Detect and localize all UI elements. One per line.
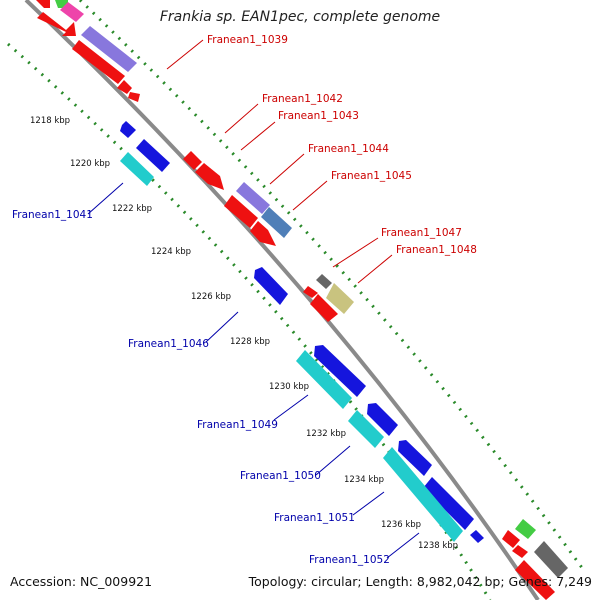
gene-arrow [310, 294, 338, 322]
gene-label[interactable]: Franean1_1042 [262, 93, 343, 105]
forward-strand-genes [36, 0, 568, 600]
accession-text: Accession: NC_009921 [10, 574, 153, 589]
gene-arrow [303, 286, 318, 298]
gene-arrow [120, 152, 154, 186]
gene-arrow [81, 26, 137, 72]
tick-label: 1238 kbp [418, 541, 458, 551]
leader-lines-top [166, 39, 393, 284]
gene-arrow [36, 0, 50, 8]
gene-label[interactable]: Franean1_1048 [396, 244, 477, 256]
reverse-strand-genes [120, 121, 484, 543]
gene-label[interactable]: Franean1_1050 [240, 470, 321, 482]
gene-arrow [383, 447, 463, 542]
ruler-tick-labels: 1218 kbp 1220 kbp 1222 kbp 1224 kbp 1226… [30, 116, 458, 551]
gene-arrow [296, 350, 352, 409]
gene-label[interactable]: Franean1_1052 [309, 554, 390, 566]
gene-arrow [254, 267, 288, 305]
gene-arrow [37, 12, 76, 36]
genome-backbone [24, 0, 540, 600]
leader-lines-bottom [87, 182, 420, 559]
gene-label[interactable]: Franean1_1041 [12, 209, 93, 221]
gene-arrow [512, 545, 528, 558]
gene-arrow [326, 283, 354, 314]
gene-label[interactable]: Franean1_1047 [381, 227, 462, 239]
gene-arrow [128, 92, 140, 102]
tick-label: 1236 kbp [381, 520, 421, 530]
tick-label: 1230 kbp [269, 382, 309, 392]
gene-arrow [120, 121, 136, 138]
gene-arrow [224, 195, 258, 228]
gene-arrow [367, 403, 398, 436]
gene-arrow [423, 477, 474, 530]
gene-arrow [314, 345, 366, 397]
tick-label: 1224 kbp [151, 247, 191, 257]
tick-label: 1222 kbp [112, 204, 152, 214]
gene-arrow [136, 139, 170, 172]
gene-arrow [236, 182, 270, 214]
tick-label: 1218 kbp [30, 116, 70, 126]
ruler-lines [7, 0, 587, 600]
gene-arrow [398, 440, 432, 476]
gene-arrow [470, 530, 484, 543]
gene-label[interactable]: Franean1_1039 [207, 34, 288, 46]
gene-label[interactable]: Franean1_1045 [331, 170, 412, 182]
gene-arrow [195, 163, 224, 190]
gene-labels-top: Franean1_1039 Franean1_1042 Franean1_104… [207, 34, 477, 256]
gene-labels-bottom: Franean1_1041 Franean1_1046 Franean1_104… [12, 209, 390, 566]
gene-arrow [183, 151, 202, 170]
tick-label: 1220 kbp [70, 159, 110, 169]
tick-label: 1228 kbp [230, 337, 270, 347]
gene-arrow [515, 519, 536, 539]
outer-ruler [78, 0, 587, 573]
gene-arrow [261, 207, 292, 238]
gene-arrow [502, 530, 520, 548]
gene-label[interactable]: Franean1_1044 [308, 143, 389, 155]
gene-label[interactable]: Franean1_1043 [278, 110, 359, 122]
map-title: Frankia sp. EAN1pec, complete genome [159, 9, 441, 25]
gene-label[interactable]: Franean1_1046 [128, 338, 209, 350]
gene-arrow [316, 274, 332, 289]
genome-summary-text: Topology: circular; Length: 8,982,042 bp… [248, 574, 592, 589]
gene-arrow [60, 2, 84, 22]
gene-arrow [72, 40, 125, 84]
gene-arrow [515, 560, 555, 600]
gene-arrow [117, 80, 132, 94]
gene-arrow [250, 221, 276, 246]
inner-ruler [7, 42, 492, 600]
tick-label: 1232 kbp [306, 429, 346, 439]
gene-arrow [348, 410, 384, 448]
gene-label[interactable]: Franean1_1049 [197, 419, 278, 431]
tick-label: 1226 kbp [191, 292, 231, 302]
gene-arrow [534, 541, 568, 578]
tick-label: 1234 kbp [344, 475, 384, 485]
gene-label[interactable]: Franean1_1051 [274, 512, 355, 524]
